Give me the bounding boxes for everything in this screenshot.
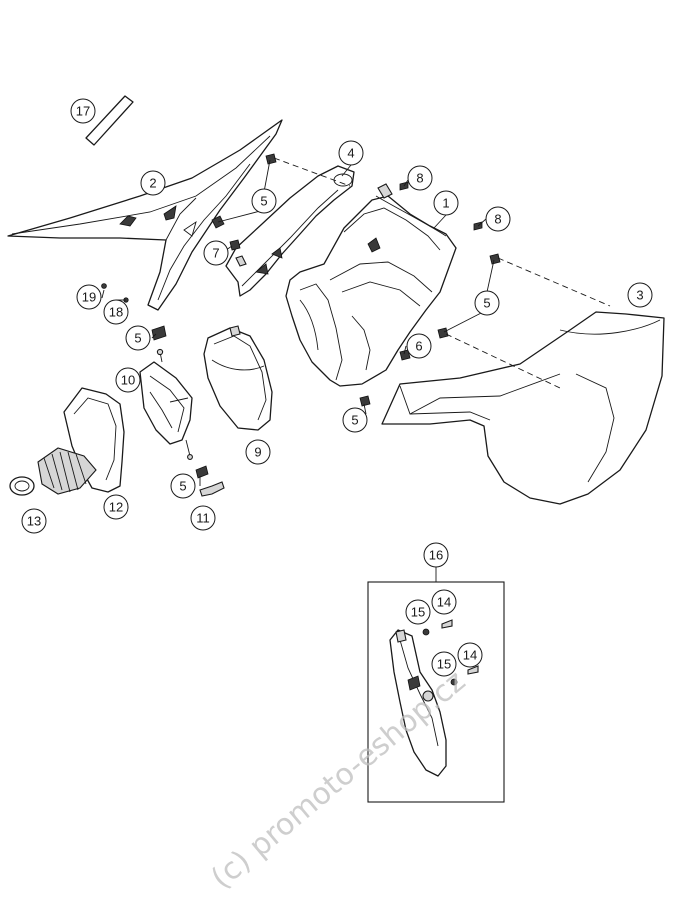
- callout-11: 11: [190, 505, 216, 531]
- svg-text:13: 13: [27, 514, 41, 529]
- svg-text:6: 6: [415, 339, 422, 354]
- leader-lines: [101, 159, 495, 582]
- callout-14-bottom: 14: [457, 642, 483, 668]
- part-16-cover: [389, 619, 479, 777]
- part-1-air-box: [285, 183, 457, 387]
- svg-text:14: 14: [463, 648, 477, 663]
- assembly-dashed-lines: [273, 157, 611, 389]
- part-12-intake-boot: [37, 387, 125, 495]
- svg-text:9: 9: [254, 445, 261, 460]
- svg-text:10: 10: [121, 373, 135, 388]
- part-2-left-shroud: [7, 119, 283, 311]
- svg-text:5: 5: [351, 413, 358, 428]
- callout-18: 18: [103, 299, 129, 325]
- callout-5-left: 5: [125, 325, 151, 351]
- part-9-air-filter: [203, 325, 273, 431]
- callout-8-top: 8: [407, 165, 433, 191]
- callout-9: 9: [245, 439, 271, 465]
- callout-5-bottom: 5: [342, 407, 368, 433]
- callout-5-lower-left: 5: [170, 473, 196, 499]
- callout-16: 16: [423, 542, 449, 568]
- callout-7: 7: [203, 240, 229, 266]
- callout-5-top: 5: [251, 188, 277, 214]
- callout-3: 3: [627, 282, 653, 308]
- svg-text:8: 8: [494, 212, 501, 227]
- callout-10: 10: [115, 367, 141, 393]
- svg-text:15: 15: [411, 605, 425, 620]
- svg-text:18: 18: [109, 305, 123, 320]
- callout-6: 6: [406, 333, 432, 359]
- small-fasteners: [101, 153, 501, 479]
- svg-text:14: 14: [437, 595, 451, 610]
- svg-text:4: 4: [347, 146, 354, 161]
- svg-text:5: 5: [134, 331, 141, 346]
- callout-1: 1: [433, 190, 459, 216]
- callout-5-right: 5: [474, 290, 500, 316]
- callout-12: 12: [103, 494, 129, 520]
- callout-4: 4: [338, 140, 364, 166]
- svg-text:3: 3: [636, 288, 643, 303]
- part-3-right-shroud: [381, 311, 665, 505]
- callout-15-bottom: 15: [431, 651, 457, 677]
- callout-8-right: 8: [485, 206, 511, 232]
- svg-text:15: 15: [437, 657, 451, 672]
- callout-15-top: 15: [405, 599, 431, 625]
- svg-text:8: 8: [416, 171, 423, 186]
- watermark-text: (c) promoto-eshop.cz: [205, 664, 473, 896]
- part-13-clamp: [9, 476, 35, 496]
- svg-text:7: 7: [212, 246, 219, 261]
- callout-14-top: 14: [431, 589, 457, 615]
- part-10-filter-cage: [139, 348, 193, 460]
- part-4-inner-bracket: [225, 165, 355, 297]
- svg-text:12: 12: [109, 500, 123, 515]
- callout-2: 2: [140, 170, 166, 196]
- svg-text:11: 11: [196, 511, 210, 526]
- svg-text:1: 1: [442, 196, 449, 211]
- svg-text:2: 2: [149, 176, 156, 191]
- callout-17: 17: [70, 98, 96, 124]
- svg-text:16: 16: [429, 548, 443, 563]
- svg-text:5: 5: [483, 296, 490, 311]
- svg-text:5: 5: [179, 479, 186, 494]
- svg-text:17: 17: [76, 104, 90, 119]
- svg-text:19: 19: [82, 290, 96, 305]
- part-17-strip: [85, 95, 134, 146]
- svg-text:5: 5: [260, 194, 267, 209]
- part-11-clip: [199, 481, 225, 497]
- callout-19: 19: [76, 284, 102, 310]
- callout-13: 13: [21, 508, 47, 534]
